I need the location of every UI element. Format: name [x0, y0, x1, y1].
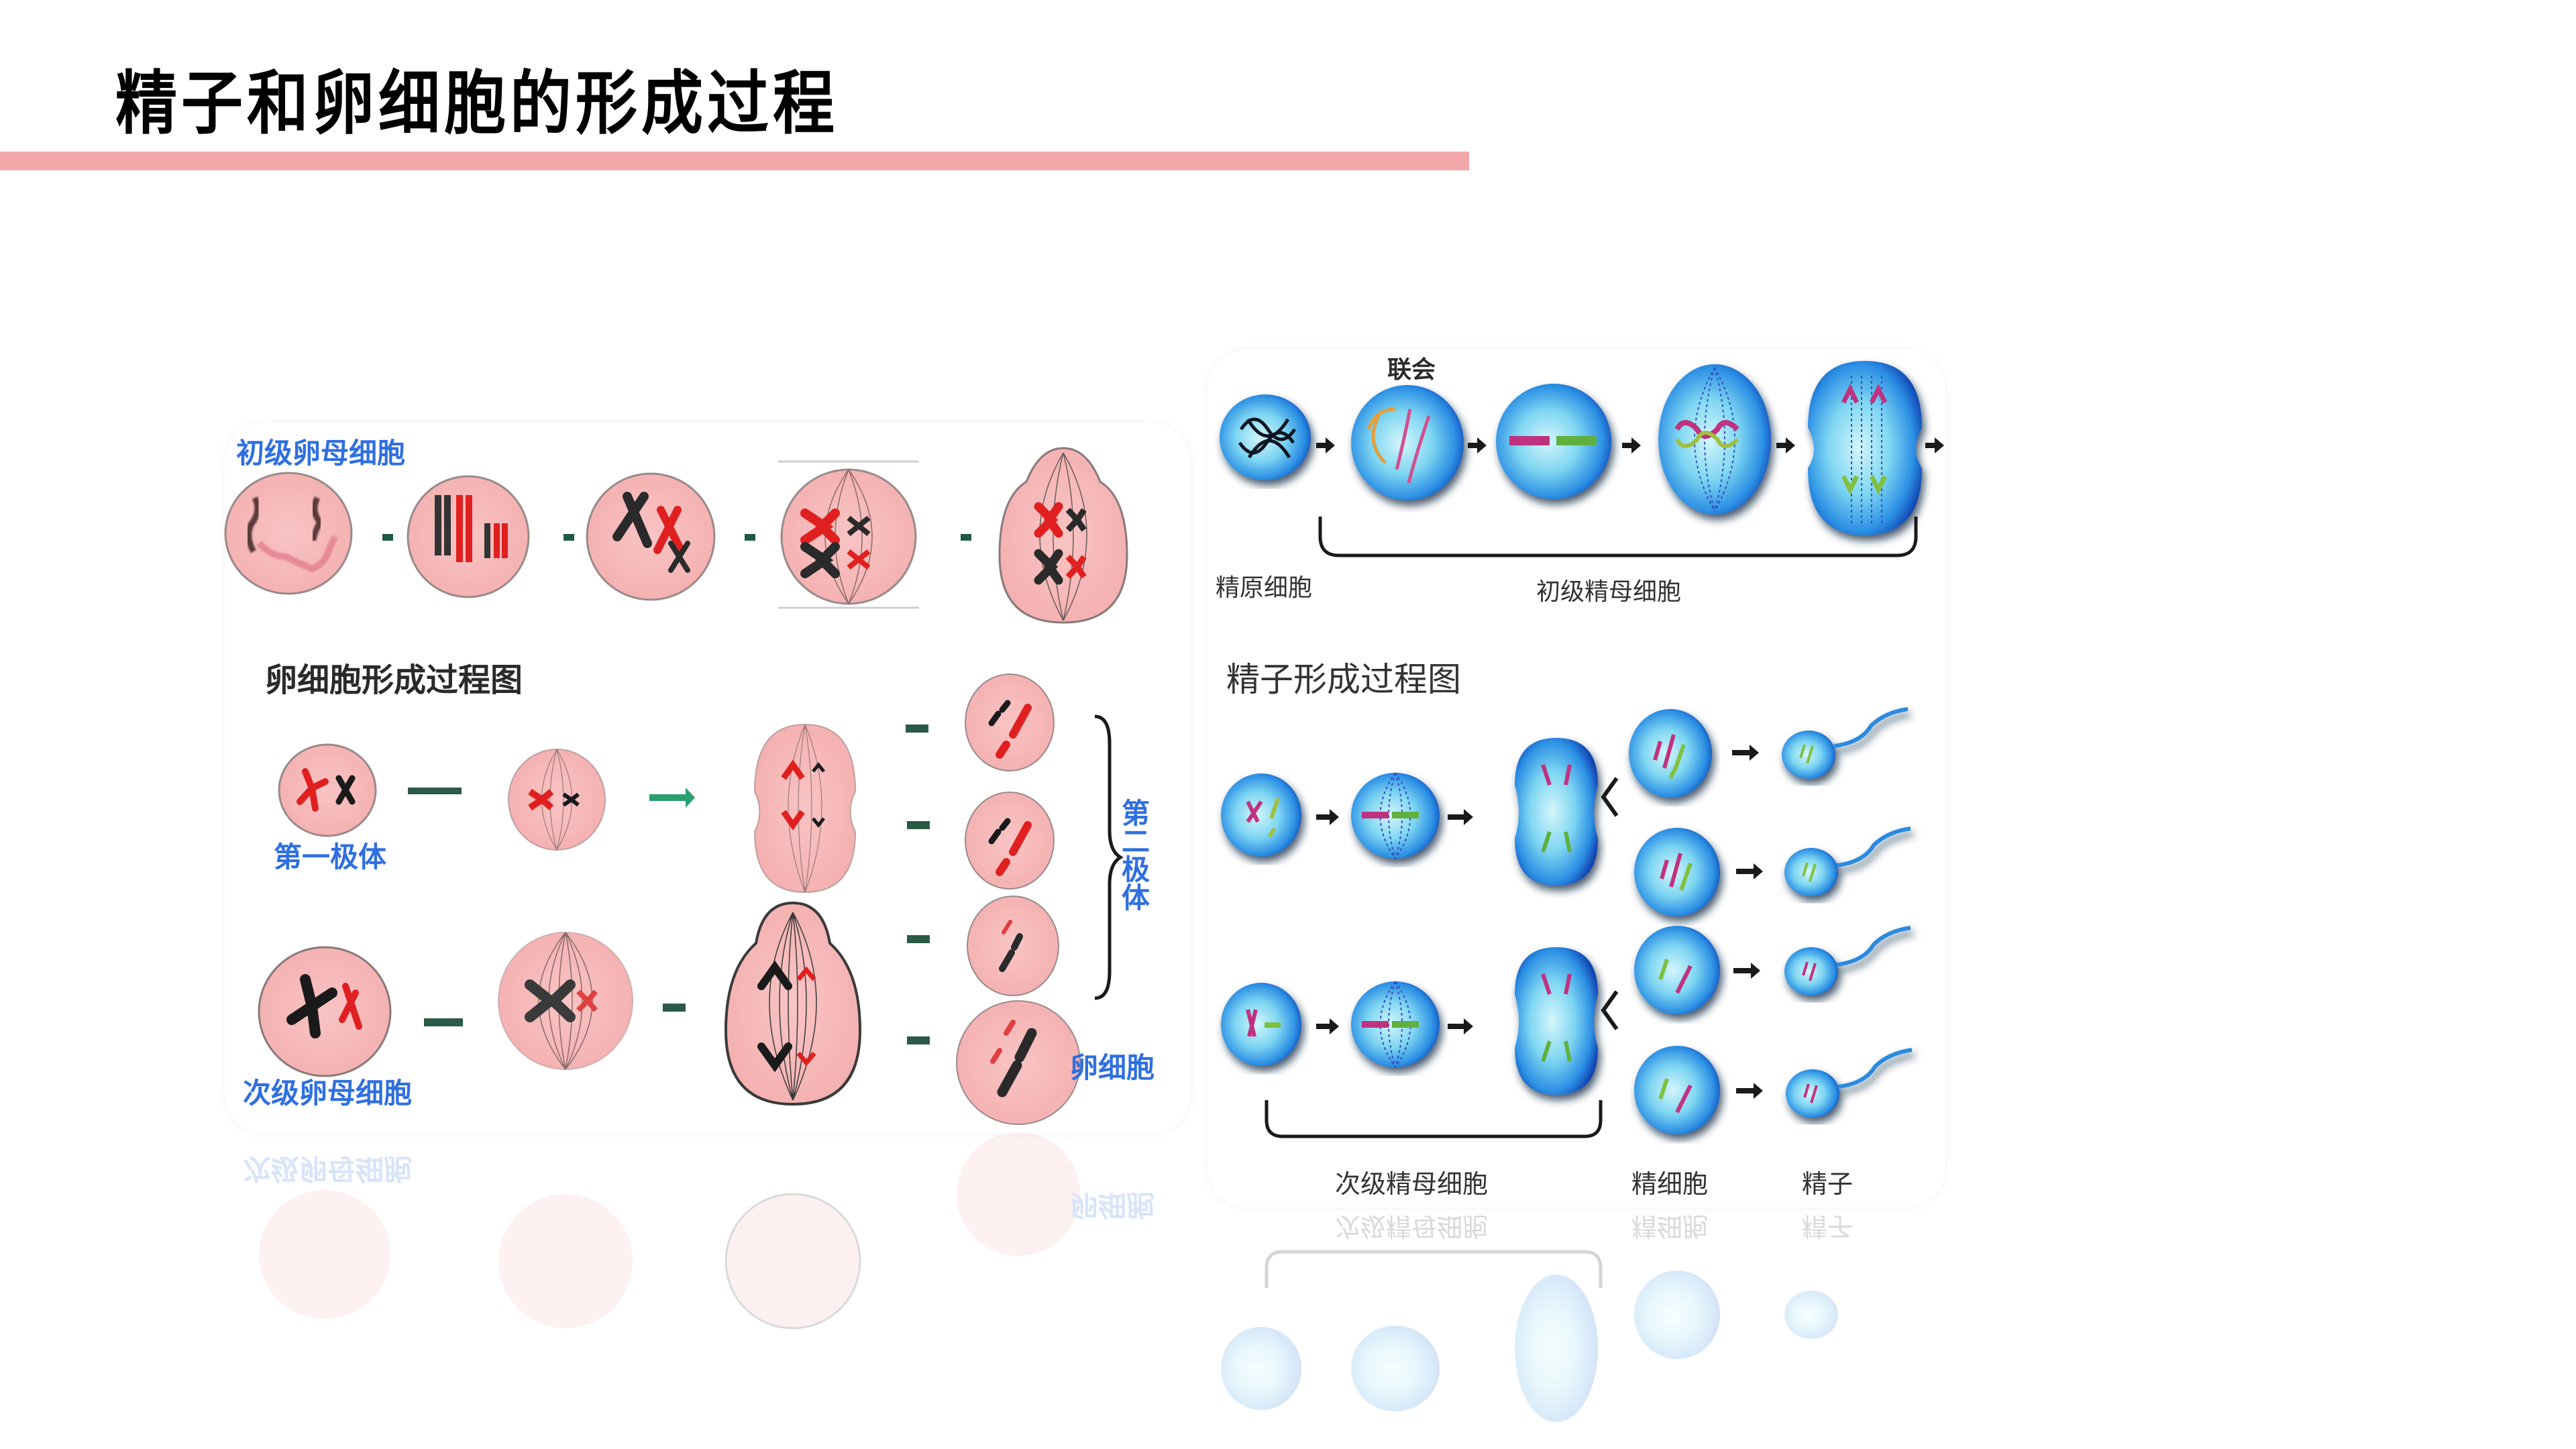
arrow-icon — [408, 788, 462, 794]
primary-spermatocyte-anaphase-cell — [1658, 364, 1771, 515]
spermatid-cell-2 — [1634, 828, 1720, 916]
first-polar-body-cell — [278, 743, 377, 837]
arrow-icon — [907, 935, 930, 943]
arrow-icon — [564, 534, 574, 541]
egg-cell — [956, 1000, 1081, 1125]
arrow-icon — [1468, 437, 1487, 453]
arrow-icon — [1776, 437, 1795, 453]
arrow-icon — [961, 534, 971, 541]
oocyte-diagram-reflection: 次级卵母细胞 卵细胞 — [243, 1132, 1155, 1330]
arrow-icon — [424, 1018, 463, 1026]
arrow-icon — [907, 821, 930, 829]
first-polar-body-anaphase-cell — [753, 723, 857, 894]
sperm-cell-4 — [1786, 1048, 1913, 1118]
brace-second-polar-body — [1094, 714, 1124, 1000]
sperm-diagram-heading: 精子形成过程图 — [1226, 660, 1461, 699]
primary-oocyte-cell-3 — [586, 472, 716, 601]
sperm-cell-2 — [1784, 826, 1911, 896]
primary-oocyte-cell-5 — [998, 447, 1128, 624]
secondary-oocyte-anaphase-cell — [724, 901, 862, 1106]
arrow-icon — [382, 534, 393, 541]
secondary-spermatocyte-anaphase-cell-1 — [1515, 738, 1598, 885]
arrow-icon — [1622, 437, 1641, 453]
arrow-icon — [1732, 745, 1759, 761]
oocyte-diagram: 初级卵母细胞 — [224, 437, 1155, 1330]
title-underline-bar — [0, 152, 1469, 170]
bracket-secondary-spermatocyte — [1265, 1100, 1603, 1138]
reflection-label-spermatid: 精细胞 — [1631, 1212, 1708, 1241]
label-secondary-oocyte: 次级卵母细胞 — [243, 1077, 412, 1110]
arrow-icon — [1736, 863, 1763, 879]
secondary-spermatocyte-cell-1 — [1221, 773, 1301, 857]
reflection-label-sperm: 精子 — [1802, 1212, 1853, 1241]
reflection-label-secondary-spermatocyte: 次级精母细胞 — [1335, 1212, 1488, 1241]
synapsis-cell — [1351, 385, 1464, 500]
arrow-icon — [1925, 437, 1944, 453]
label-primary-spermatocyte: 初级精母细胞 — [1536, 578, 1681, 606]
arrow-icon — [906, 724, 928, 733]
arrow-icon — [1736, 1083, 1763, 1099]
secondary-spermatocyte-metaphase-cell-2 — [1351, 981, 1440, 1068]
svg-text:第二极体: 第二极体 — [1118, 798, 1150, 911]
arrow-icon — [663, 1004, 686, 1012]
second-polar-body-cell-3 — [967, 896, 1059, 996]
secondary-oocyte-cell — [258, 946, 392, 1077]
secondary-spermatocyte-metaphase-cell-1 — [1351, 772, 1440, 859]
fork-arrow-icon — [1601, 990, 1619, 1030]
arrow-icon — [1733, 963, 1760, 979]
label-second-polar-body: 第二极体 — [1118, 798, 1150, 911]
arrow-icon — [1448, 809, 1473, 825]
second-polar-body-cell-2 — [965, 792, 1055, 890]
label-synapsis: 联会 — [1387, 356, 1436, 384]
primary-spermatocyte-telophase-cell — [1808, 361, 1922, 535]
sperm-diagram-reflection: 次级精母细胞 精细胞 精子 — [1221, 1212, 1853, 1422]
reflection-label-egg-cell: 卵细胞 — [1070, 1189, 1155, 1222]
spermatid-cell-1 — [1629, 709, 1712, 798]
label-spermatogonium: 精原细胞 — [1216, 574, 1312, 602]
primary-spermatocyte-metaphase-cell — [1496, 384, 1611, 499]
arrow-icon — [907, 1036, 930, 1044]
sperm-cell-3 — [1784, 926, 1911, 996]
label-secondary-spermatocyte: 次级精母细胞 — [1335, 1169, 1488, 1199]
secondary-oocyte-metaphase-cell — [498, 932, 633, 1070]
arrow-icon — [1316, 437, 1335, 453]
spermatogonium-cell — [1220, 394, 1311, 480]
fork-arrow-icon — [1601, 777, 1619, 817]
second-polar-body-cell-1 — [965, 674, 1055, 771]
secondary-spermatocyte-cell-2 — [1221, 983, 1301, 1066]
arrow-icon — [1316, 809, 1339, 825]
arrow-icon — [745, 534, 755, 541]
reflection-label-secondary-oocyte: 次级卵母细胞 — [243, 1152, 412, 1185]
label-first-polar-body: 第一极体 — [274, 841, 386, 873]
primary-oocyte-cell-4 — [778, 460, 919, 609]
arrow-icon — [1448, 1018, 1473, 1034]
bracket-primary-spermatocyte — [1318, 517, 1918, 557]
label-primary-oocyte: 初级卵母细胞 — [236, 437, 405, 470]
sperm-diagram: 联会 — [1216, 356, 1944, 1422]
spermatid-cell-4 — [1634, 1046, 1720, 1134]
oocyte-diagram-heading: 卵细胞形成过程图 — [265, 661, 523, 699]
primary-oocyte-cell-2 — [407, 475, 530, 598]
primary-oocyte-cell-1 — [224, 472, 353, 595]
secondary-spermatocyte-anaphase-cell-2 — [1515, 947, 1598, 1095]
first-polar-body-metaphase-cell — [508, 749, 606, 851]
label-egg-cell: 卵细胞 — [1070, 1051, 1155, 1084]
spermatid-cell-3 — [1634, 926, 1720, 1014]
arrow-icon — [649, 788, 695, 808]
label-spermatid: 精细胞 — [1631, 1169, 1708, 1199]
sperm-cell-1 — [1782, 707, 1909, 779]
arrow-icon — [1316, 1018, 1339, 1034]
label-sperm: 精子 — [1802, 1169, 1853, 1199]
slide-title: 精子和卵细胞的形成过程 — [115, 62, 839, 144]
